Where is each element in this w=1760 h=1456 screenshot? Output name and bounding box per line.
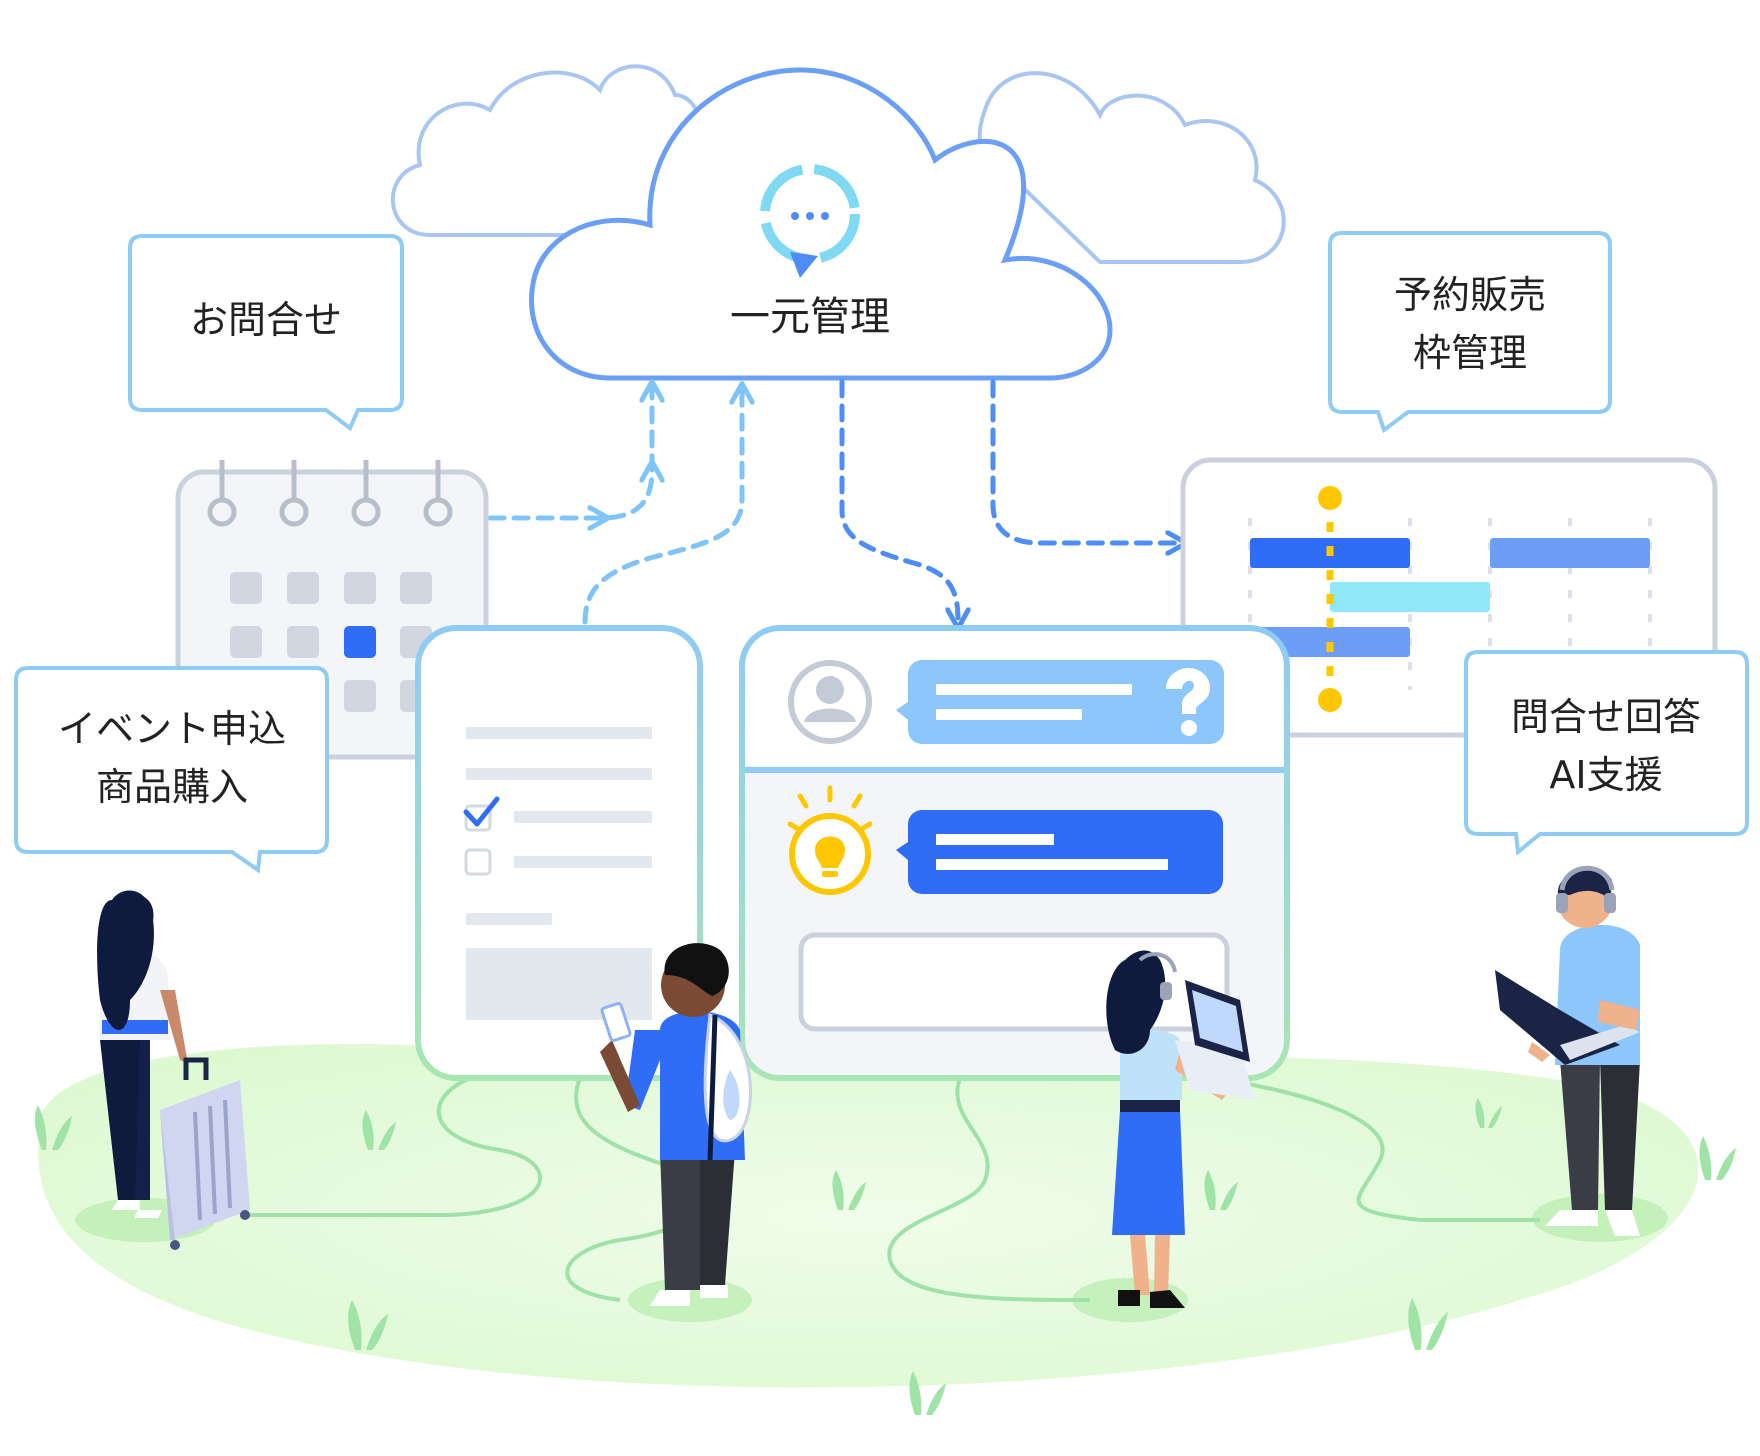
lightbulb-icon [787,785,873,895]
question-mark-icon [1166,668,1210,736]
suitcase-icon [160,1057,250,1250]
bubble-reservation-line1: 予約販売 [1394,273,1546,317]
person-man-laptop [1495,865,1640,1236]
chat-logo-icon [760,164,860,278]
bubble-event-line2: 商品購入 [96,765,248,809]
grass-decor [34,1098,1736,1415]
bubble-ai-line2: AI支援 [1549,753,1662,797]
ground [38,1044,1699,1388]
arrow-cloud-to-chat [839,379,958,620]
answer-chat-bubble [896,810,1223,894]
bubble-ai: 問合せ回答 AI支援 [1464,650,1749,856]
gantt-bar [1330,582,1490,612]
calendar-days [230,572,432,712]
gantt-today-marker [1318,486,1342,712]
checkbox-checked [464,804,492,832]
form-card [415,625,703,1081]
cable-lines [240,1076,1540,1302]
bubble-event: イベント申込 商品購入 [14,666,329,874]
gantt-bar [1490,538,1650,568]
bubble-inquiry-text: お問合せ [190,298,342,342]
bubble-reservation: 予約販売 枠管理 [1328,231,1612,434]
background-cloud-right [977,71,1286,264]
arrow-cloud-to-gantt [990,379,1178,543]
background-cloud-left [390,64,703,237]
user-avatar-icon [788,660,872,744]
checkbox-unchecked [464,848,492,876]
calendar-rings [207,460,453,527]
question-chat-bubble [896,660,1224,744]
check-icon [463,796,500,827]
bubble-event-line1: イベント申込 [58,707,286,751]
cloud-label: 一元管理 [730,294,890,340]
person-man-phone [600,943,752,1306]
person-traveler-woman [97,890,188,1218]
bubble-ai-line1: 問合せ回答 [1511,695,1701,739]
arrow-calendar-to-cloud [487,390,652,518]
person-woman-laptop [1106,950,1255,1308]
bubble-reservation-line2: 枠管理 [1413,331,1527,375]
arrow-form-to-cloud [582,392,742,625]
connector-arrows [487,379,1178,625]
bubble-inquiry: お問合せ [128,234,404,432]
